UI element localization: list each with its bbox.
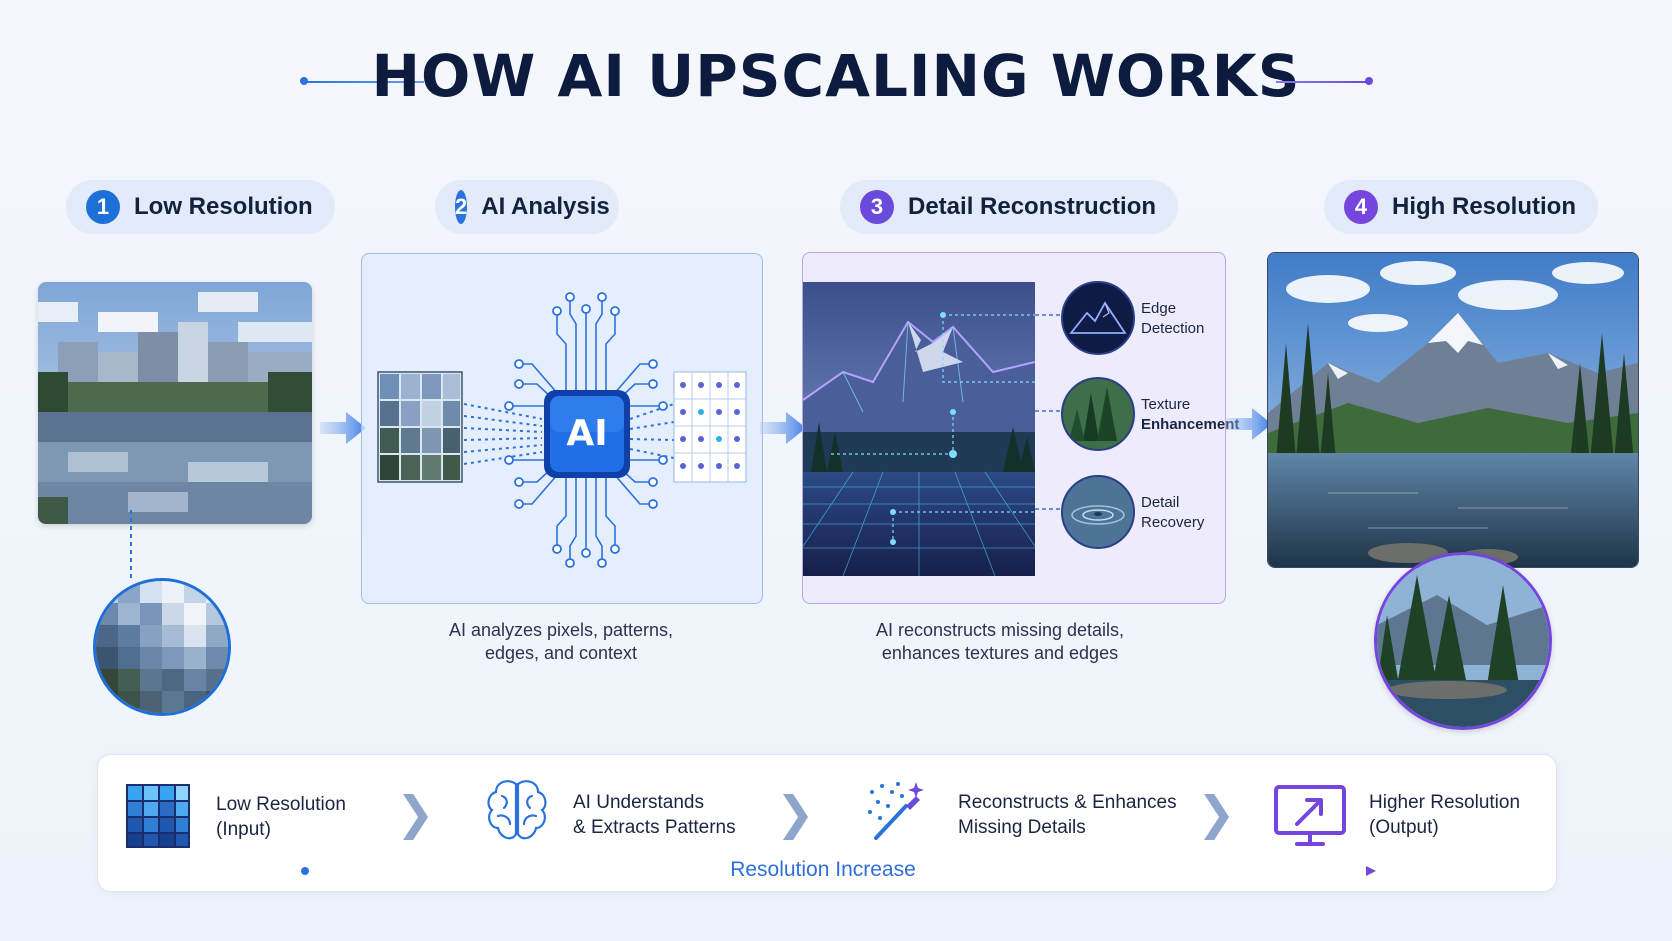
mountain-outline-icon [1069, 301, 1127, 334]
step-1-number: 1 [86, 190, 120, 224]
texture-enhancement-label: Texture Enhancement [1141, 395, 1239, 435]
analysis-caption-line-2: edges, and context [484, 643, 638, 663]
step-2-label: AI Analysis [481, 193, 610, 220]
zoomed-pixels [96, 581, 228, 713]
summary-step-2-line-1: AI Understands [573, 792, 704, 813]
input-pixel-grid [377, 371, 463, 483]
detail-recovery-label: Detail Recovery [1141, 493, 1204, 533]
pixelated-landscape [38, 282, 312, 524]
summary-chevron-2: ❯ [776, 786, 815, 840]
reconstruction-caption-line-1: AI reconstructs missing details, [875, 620, 1125, 640]
magic-wand-icon [868, 782, 924, 840]
summary-step-2-line-2: & Extracts Patterns [573, 817, 736, 838]
texture-enhancement-line-1: Texture [1141, 396, 1191, 413]
brain-icon [487, 780, 547, 840]
low-res-image [38, 282, 312, 524]
monitor-arrow-icon [1274, 785, 1346, 846]
reconstruction-caption-line-2: enhances textures and edges [881, 643, 1119, 663]
step-4-pill: 4 High Resolution [1324, 180, 1598, 234]
texture-enhancement-line-2: Enhancement [1141, 416, 1240, 433]
summary-step-3-text: Reconstructs & Enhances Missing Details [958, 790, 1177, 840]
ai-circuit-diagram [377, 292, 747, 568]
summary-step-2-text: AI Understands & Extracts Patterns [573, 790, 736, 840]
high-res-image [1267, 252, 1639, 568]
summary-chevron-3: ❯ [1197, 786, 1236, 840]
summary-chevron-1: ❯ [396, 786, 435, 840]
edge-detection-line-1: Edge [1141, 300, 1177, 317]
step-2-number: 2 [455, 190, 468, 224]
sharp-landscape [1268, 253, 1638, 567]
summary-step-1-line-1: Low Resolution [216, 794, 346, 815]
analysis-caption-line-1: AI analyzes pixels, patterns, [448, 620, 674, 640]
summary-step-3-line-1: Reconstructs & Enhances [958, 792, 1177, 813]
page-title: HOW AI UPSCALING WORKS [371, 42, 1301, 110]
step-4-number: 4 [1344, 190, 1378, 224]
pixel-grid-icon [126, 784, 190, 848]
step-2-pill: 2 AI Analysis [435, 180, 619, 234]
edge-detection-line-2: Detection [1141, 320, 1205, 337]
reconstruction-leaders [1035, 314, 1063, 510]
flow-arrow-3 [1226, 408, 1272, 440]
wireframe-landscape [803, 282, 1035, 576]
detail-recovery-line-1: Detail [1141, 494, 1180, 511]
flow-arrow-2 [760, 412, 806, 444]
step-3-number: 3 [860, 190, 894, 224]
resolution-increase-line [120, 866, 1376, 876]
step-3-pill: 3 Detail Reconstruction [840, 180, 1179, 234]
title-right-dot [1365, 77, 1373, 85]
pine-tree-icon [1063, 379, 1133, 449]
step-1-pill: 1 Low Resolution [66, 180, 335, 234]
ai-chip-label: AI [566, 413, 608, 454]
step-3-label: Detail Reconstruction [908, 193, 1157, 220]
zoomed-forest [1377, 555, 1549, 727]
detail-recovery-line-2: Recovery [1141, 514, 1205, 531]
output-dot-grid [673, 371, 747, 483]
step-4-label: High Resolution [1392, 193, 1576, 220]
flow-arrow-1 [320, 412, 366, 444]
summary-step-4-line-2: (Output) [1369, 817, 1439, 838]
reconstruction-caption: AI reconstructs missing details, enhance… [820, 619, 1180, 665]
summary-step-1-line-2: (Input) [216, 819, 271, 840]
analysis-caption: AI analyzes pixels, patterns, edges, and… [381, 619, 741, 665]
title-left-line [306, 81, 424, 83]
step-1-label: Low Resolution [134, 193, 313, 220]
detail-recovery-badge [1061, 475, 1135, 549]
edge-detection-label: Edge Detection [1141, 299, 1204, 339]
summary-bar [97, 754, 1557, 892]
water-ripple-icon [1063, 477, 1133, 547]
summary-step-3-line-2: Missing Details [958, 817, 1086, 838]
edge-detection-badge [1061, 281, 1135, 355]
ai-analysis-panel: AI [361, 253, 763, 604]
title-right-line [1276, 81, 1368, 83]
low-res-zoom-circle [93, 578, 231, 716]
summary-step-4-text: Higher Resolution (Output) [1369, 790, 1520, 840]
resolution-increase-label: Resolution Increase [730, 858, 916, 881]
reconstruction-panel: Edge Detection Texture Enhancement Detai… [802, 252, 1239, 604]
title-left-dot [300, 77, 308, 85]
high-res-zoom-circle [1374, 552, 1552, 730]
low-res-zoom-connector [130, 510, 132, 580]
texture-enhancement-badge [1061, 377, 1135, 451]
summary-step-1-text: Low Resolution (Input) [216, 792, 346, 842]
summary-step-4-line-1: Higher Resolution [1369, 792, 1521, 813]
